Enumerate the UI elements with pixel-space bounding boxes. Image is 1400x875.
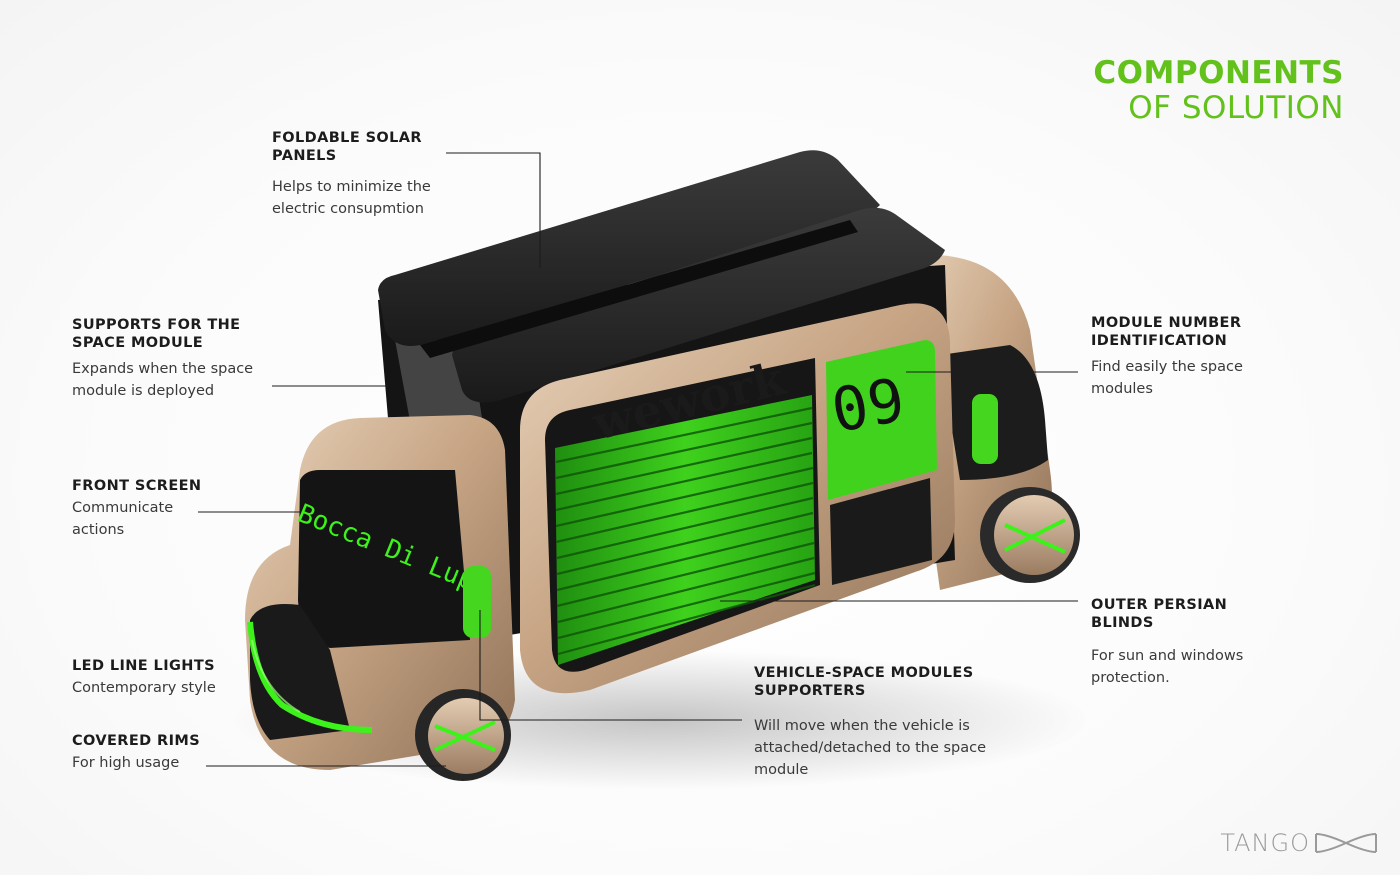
label-rims-heading: COVERED RIMS [72,733,201,749]
label-rims-desc: For high usage [72,755,180,771]
label-supports: SUPPORTS FOR THE SPACE MODULE Expands wh… [72,316,253,402]
label-led-desc: Contemporary style [72,680,216,696]
led-line-glow [251,639,301,713]
label-blinds-heading: OUTER PERSIAN BLINDS [1091,597,1228,631]
tango-logo: TANGO [1220,829,1378,857]
leader-lines [198,152,1078,767]
label-front-screen: FRONT SCREEN Communicate actions [72,477,201,541]
module-number-text: 09 [826,365,909,446]
label-persian-blinds: OUTER PERSIAN BLINDS For sun and windows… [1091,596,1243,689]
label-solar-desc: Helps to minimize the electric consupmti… [272,179,431,217]
label-supporters: VEHICLE-SPACE MODULES SUPPORTERS Will mo… [754,664,986,781]
module-door-lower [830,478,932,585]
label-supporters-heading: VEHICLE-SPACE MODULES SUPPORTERS [754,665,974,699]
front-screen [298,470,470,648]
label-screen-desc: Communicate actions [72,500,174,538]
title-line-2: OF SOLUTION [1128,89,1344,126]
module-number-panel [826,340,937,500]
label-module-number: MODULE NUMBER IDENTIFICATION Find easily… [1091,314,1243,400]
leader-supporters [479,610,742,721]
label-module-number-heading: MODULE NUMBER IDENTIFICATION [1091,315,1242,349]
label-blinds-desc: For sun and windows protection. [1091,648,1244,686]
solar-panel-rear [378,150,880,346]
page-title: COMPONENTS OF SOLUTION [1093,56,1344,125]
rear-side-light [972,394,998,464]
front-rim-accent [434,720,496,752]
persian-blinds [555,395,816,665]
label-led-lights: LED LINE LIGHTS Contemporary style [72,657,216,699]
label-supporters-desc: Will move when the vehicle is attached/d… [754,718,987,778]
front-bumper [250,604,350,740]
label-screen-heading: FRONT SCREEN [72,478,202,494]
label-solar-heading: FOLDABLE SOLAR PANELS [272,130,422,164]
front-side-light [463,566,491,638]
tango-logo-icon [1315,833,1377,853]
label-solar-panels: FOLDABLE SOLAR PANELS Helps to minimize … [272,129,431,220]
label-covered-rims: COVERED RIMS For high usage [72,732,200,774]
logo-text: TANGO [1220,829,1310,857]
label-module-number-desc: Find easily the space modules [1091,359,1243,397]
label-led-heading: LED LINE LIGHTS [72,658,215,674]
title-line-1: COMPONENTS [1093,55,1344,91]
label-supports-heading: SUPPORTS FOR THE SPACE MODULE [72,317,241,351]
solar-panel-gap [420,220,858,358]
rear-rim-accent [1004,518,1066,554]
solar-panel-front [452,207,945,403]
label-supports-desc: Expands when the space module is deploye… [72,361,254,399]
leader-solar [446,152,541,268]
